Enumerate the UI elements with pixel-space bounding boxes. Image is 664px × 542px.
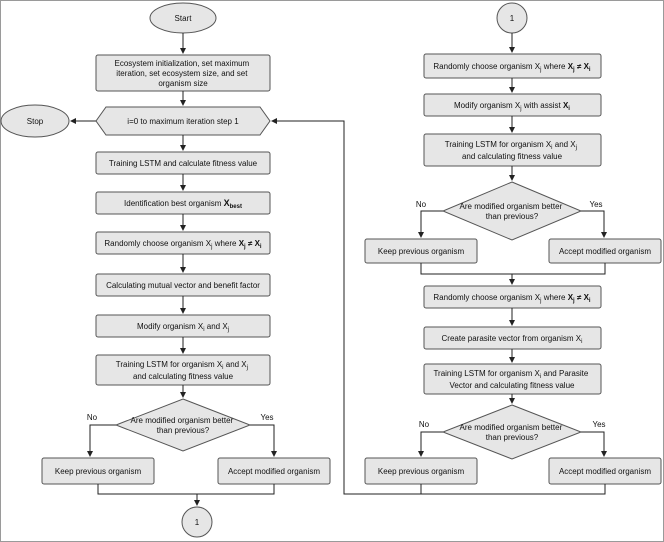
off-page-connector: [181, 506, 213, 538]
loop-back-line: [271, 118, 424, 495]
train-lstm-box-right: [423, 133, 602, 167]
yes-branch-line: [250, 424, 277, 457]
train-lstm-parasite-label: Training LSTM for organism Xi and Parasi…: [433, 369, 590, 390]
stop-terminator: [0, 104, 70, 138]
keep-organism-label-1: Keep previous organism: [378, 247, 465, 256]
decision-diamond-1: [441, 181, 583, 241]
yes-label-1: Yes: [589, 200, 602, 209]
merge-line-1: [420, 263, 606, 275]
decision-diamond-2: [441, 404, 583, 460]
loop-label: i=0 to maximum iteration step 1: [127, 117, 239, 126]
continue-connector-label: 1: [510, 14, 515, 23]
mutual-vector-label: Calculating mutual vector and benefit fa…: [106, 281, 260, 290]
connector-label: 1: [195, 518, 200, 527]
modify-assist-label: Modify organism Xj with assist Xi: [454, 101, 570, 112]
train-lstm-organism-label: Training LSTM for organism Xi and Xj and…: [116, 360, 250, 381]
init-label: Ecosystem initialization, set maximum it…: [115, 59, 252, 88]
yes-branch-line-1: [581, 210, 607, 238]
train-lstm-label-right: Training LSTM for organism Xi and Xj and…: [445, 140, 579, 161]
train-lstm-label: Training LSTM and calculate fitness valu…: [109, 159, 258, 168]
yes-label-2: Yes: [592, 420, 605, 429]
parasite-vector-label: Create parasite vector from organism Xi: [442, 334, 583, 345]
no-branch-line: [87, 424, 116, 457]
modify-organism-label: Modify organism Xi and Xj: [137, 322, 229, 333]
start-label: Start: [175, 14, 193, 23]
merge-line: [97, 484, 275, 495]
accept-organism-label-2: Accept modified organism: [559, 467, 651, 476]
decision-label-1: Are modified organism better than previo…: [460, 202, 565, 221]
choose-organism-label: Randomly choose organism Xj where Xj ≠ X…: [104, 239, 262, 250]
no-label: No: [87, 413, 98, 422]
no-branch-line-1: [418, 210, 443, 238]
decision-label: Are modified organism better than previo…: [131, 416, 236, 435]
stop-label: Stop: [27, 117, 44, 126]
left-flow: Start Ecosystem initialization, set maxi…: [0, 2, 331, 538]
keep-organism-label: Keep previous organism: [55, 467, 142, 476]
no-label-1: No: [416, 200, 427, 209]
decision-label-2: Are modified organism better than previo…: [460, 423, 565, 442]
yes-branch-line-2: [581, 431, 607, 457]
decision-diamond: [114, 398, 252, 452]
keep-organism-label-2: Keep previous organism: [378, 467, 465, 476]
no-branch-line-2: [418, 431, 443, 457]
best-organism-label: Identification best organism Xbest: [124, 198, 242, 210]
no-label-2: No: [419, 420, 430, 429]
choose-organism-label-right: Randomly choose organism Xj where Xj ≠ X…: [433, 62, 591, 73]
merge-line-2: [420, 484, 606, 495]
right-flow: 1 Randomly choose organism Xj where Xj ≠…: [364, 2, 662, 495]
yes-label: Yes: [260, 413, 273, 422]
accept-organism-label-1: Accept modified organism: [559, 247, 651, 256]
choose-organism-label-right-2: Randomly choose organism Xj where Xj ≠ X…: [433, 293, 591, 304]
accept-organism-label: Accept modified organism: [228, 467, 320, 476]
